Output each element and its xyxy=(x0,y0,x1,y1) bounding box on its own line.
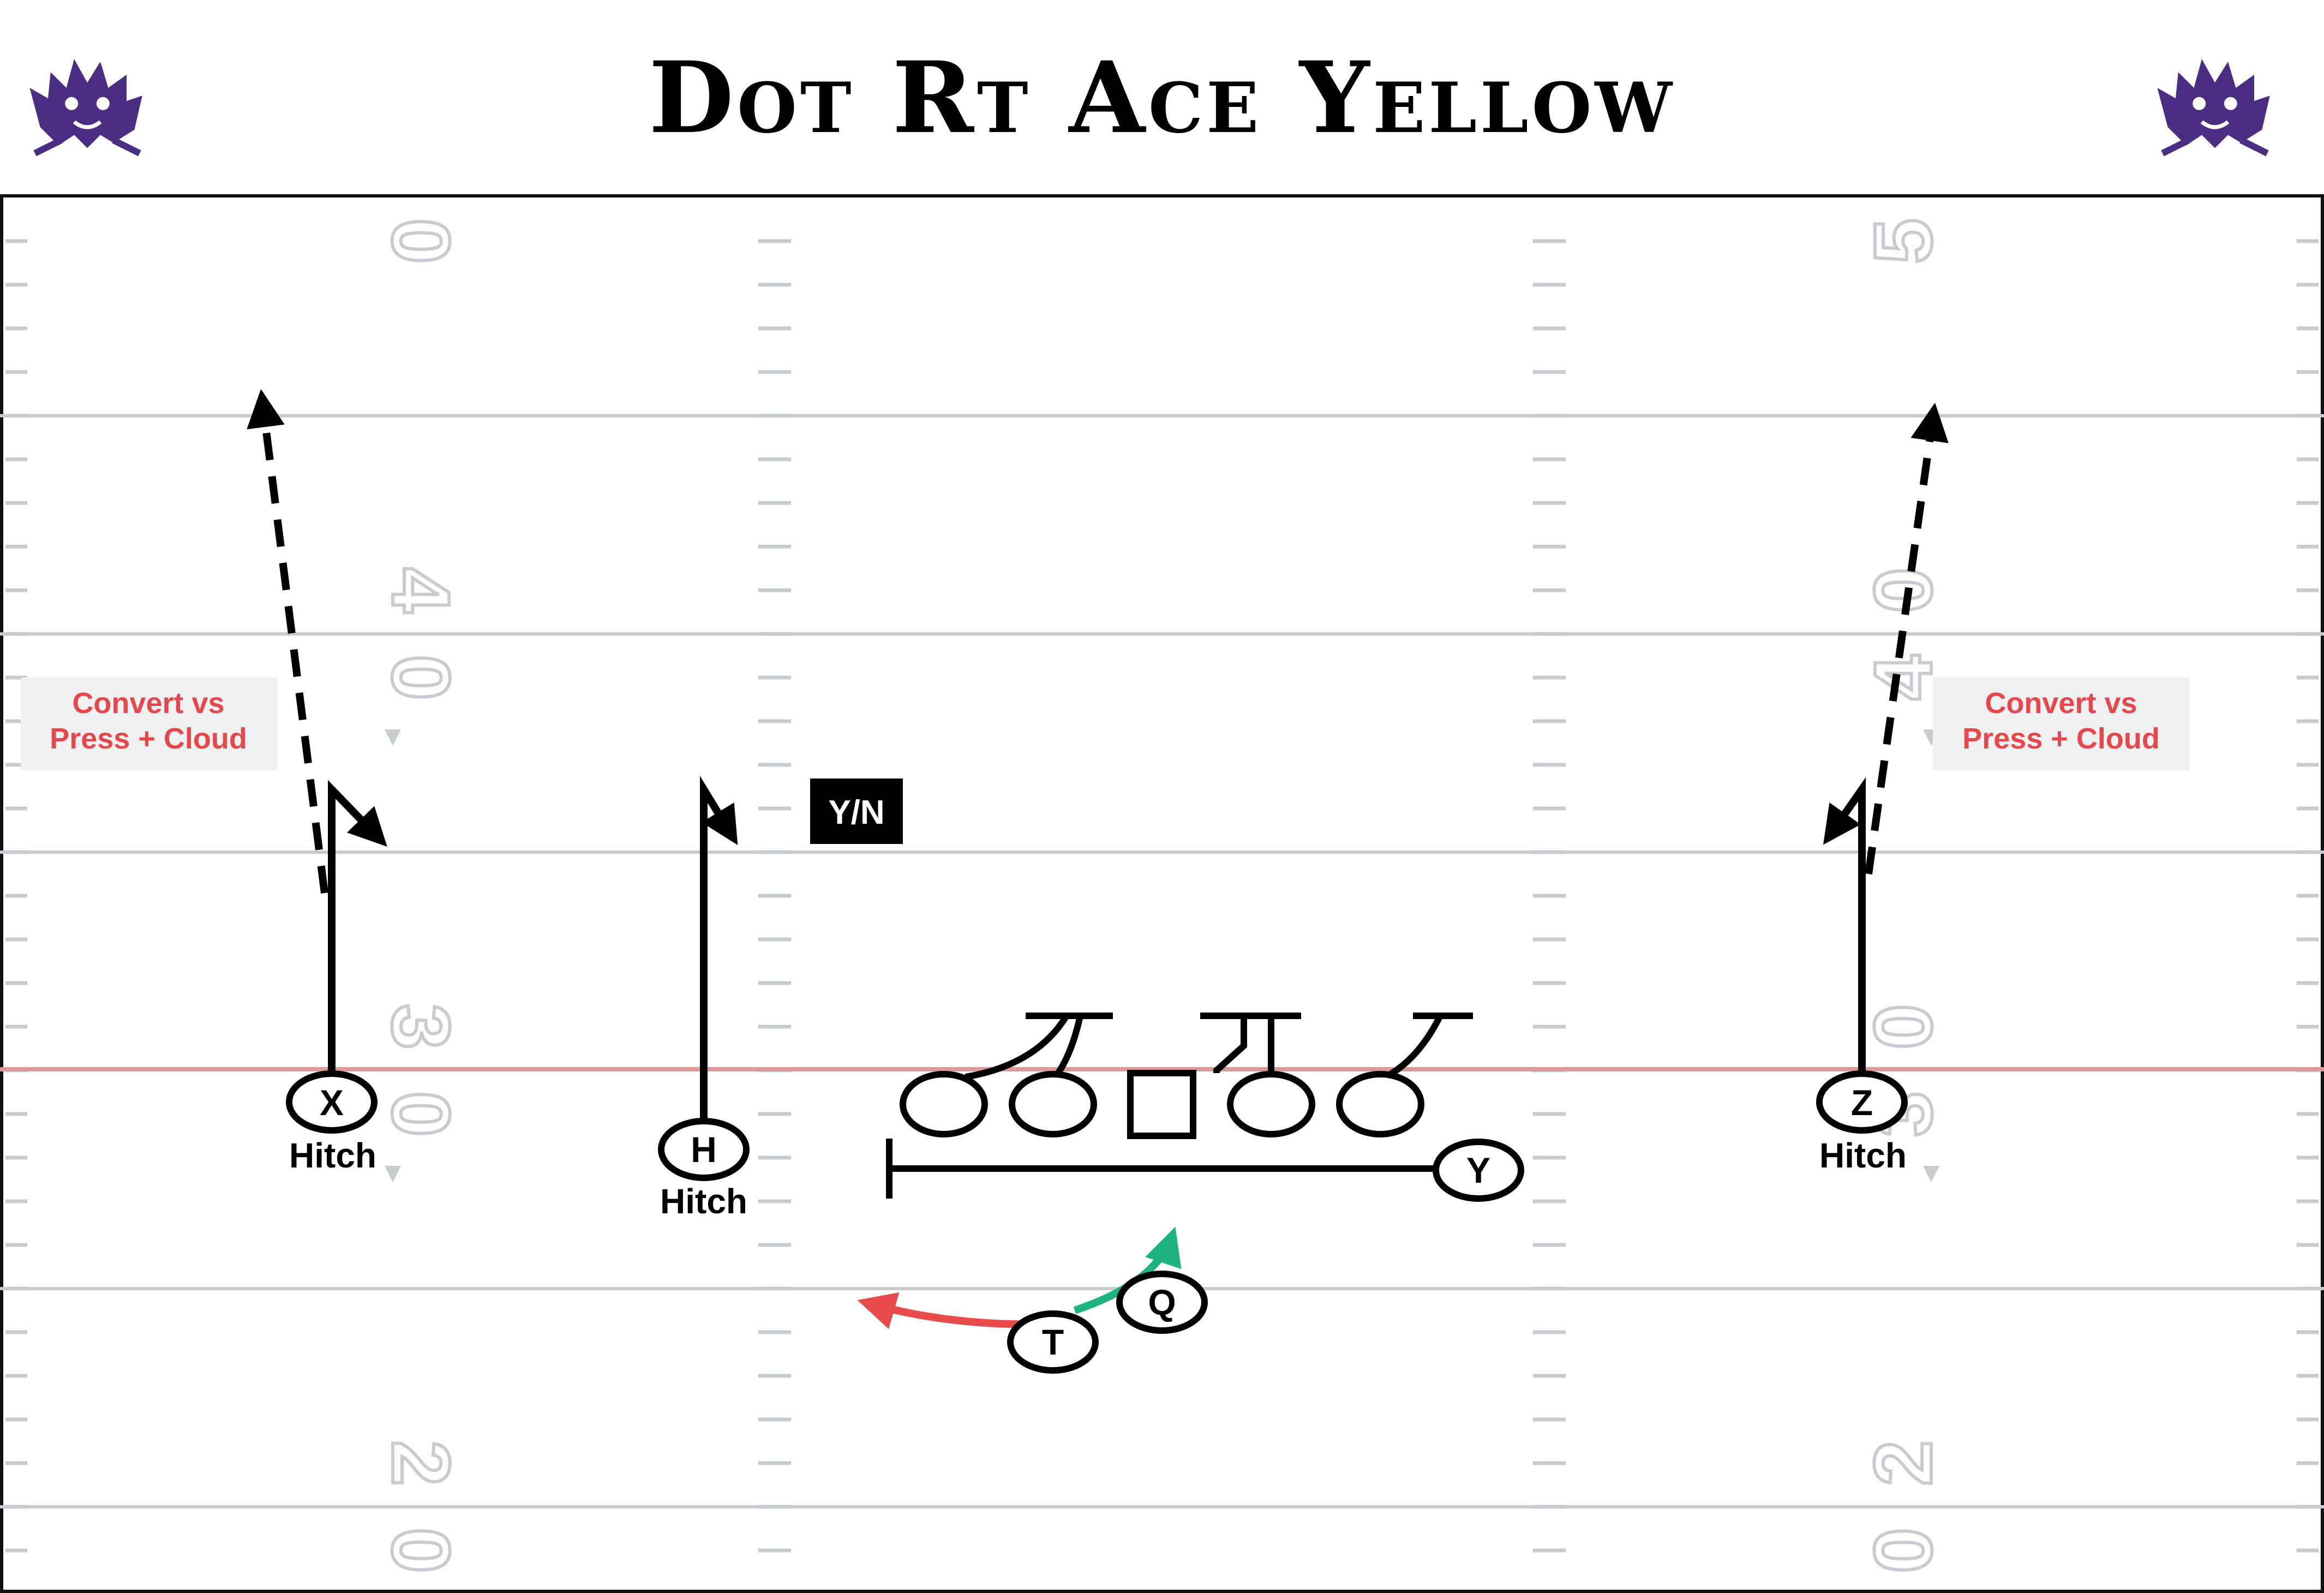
z-convert-route xyxy=(1865,403,1949,875)
yard-number: 2 xyxy=(375,1440,467,1486)
x-convert-route xyxy=(247,389,328,894)
x-hitch-route xyxy=(328,780,387,1072)
yard-number: 0 xyxy=(375,1528,467,1573)
player-q: Q xyxy=(1116,1271,1208,1334)
yard-number: 0 xyxy=(375,1091,467,1136)
yard-number: 0 xyxy=(1857,1528,1949,1573)
z-hitch-route xyxy=(1823,777,1866,1072)
note-left-line1: Convert vs xyxy=(72,687,224,720)
yard-number: 4 xyxy=(375,567,467,613)
yard-number: 0 xyxy=(375,655,467,700)
player-h-circle xyxy=(658,1118,750,1181)
yard-number: 0 xyxy=(375,218,467,263)
yard-number: 5 xyxy=(1857,218,1949,263)
center xyxy=(1127,1070,1196,1139)
player-z: Z Hitch xyxy=(1816,1070,1908,1175)
yard-number: 3 xyxy=(375,1004,467,1049)
left-guard xyxy=(1009,1071,1097,1137)
football-field: 0 4 0 3 0 2 0 5 0 4 0 3 2 0 Convert vs P… xyxy=(0,217,2324,1575)
yard-number: 0 xyxy=(1857,1004,1949,1049)
player-y-circle xyxy=(1433,1139,1524,1202)
player-t-circle xyxy=(1007,1310,1099,1374)
player-z-route-label: Hitch xyxy=(1819,1136,1907,1175)
yn-tag-bg xyxy=(810,778,903,844)
h-route xyxy=(700,776,738,1135)
direction-arrow-icon xyxy=(1923,1166,1939,1182)
right-logo-icon xyxy=(2157,59,2270,157)
player-y-label: Y xyxy=(1466,1150,1490,1190)
direction-arrow-icon xyxy=(385,1166,401,1182)
player-y: Y xyxy=(1433,1139,1524,1202)
player-h-label: H xyxy=(691,1129,717,1170)
player-q-circle xyxy=(1116,1271,1208,1334)
play-title: Dot Rt Ace Yellow xyxy=(649,40,1675,155)
note-right: Convert vs Press + Cloud xyxy=(1933,678,2189,770)
z-route xyxy=(1823,403,1949,1072)
yn-tag: Y/N xyxy=(810,778,903,844)
left-logo-icon xyxy=(29,59,142,157)
left-tackle xyxy=(900,1071,988,1137)
header: Dot Rt Ace Yellow xyxy=(0,0,2324,197)
offensive-line xyxy=(900,1070,1424,1139)
player-h-route-label: Hitch xyxy=(660,1182,747,1221)
direction-arrow-icon xyxy=(385,729,401,746)
note-left: Convert vs Press + Cloud xyxy=(21,678,277,770)
player-z-circle xyxy=(1816,1070,1908,1134)
right-tackle xyxy=(1336,1071,1424,1137)
player-t: T xyxy=(1007,1310,1099,1374)
note-left-line2: Press + Cloud xyxy=(50,722,247,755)
yard-numbers-left: 0 4 0 3 0 2 0 xyxy=(374,217,469,1574)
h-hitch-route xyxy=(700,776,738,1135)
player-h: H Hitch xyxy=(658,1118,750,1221)
yard-number: 2 xyxy=(1857,1440,1949,1486)
player-x-label: X xyxy=(320,1082,344,1123)
yard-lines xyxy=(0,414,2324,1508)
player-q-label: Q xyxy=(1148,1282,1176,1322)
player-x-circle xyxy=(286,1070,378,1134)
hash-marks xyxy=(5,239,2319,1553)
yard-numbers-right: 5 0 4 0 3 2 0 xyxy=(1855,217,1950,1574)
yn-tag-label: Y/N xyxy=(828,794,884,831)
note-left-bg xyxy=(21,678,277,770)
x-route xyxy=(247,389,387,1072)
note-right-bg xyxy=(1933,678,2189,770)
player-x: X Hitch xyxy=(286,1070,378,1175)
player-t-label: T xyxy=(1042,1322,1064,1362)
right-guard xyxy=(1227,1071,1315,1137)
player-z-label: Z xyxy=(1851,1082,1873,1123)
note-right-line2: Press + Cloud xyxy=(1962,722,2160,755)
player-x-route-label: Hitch xyxy=(289,1136,376,1175)
note-right-line1: Convert vs xyxy=(1985,687,2137,720)
